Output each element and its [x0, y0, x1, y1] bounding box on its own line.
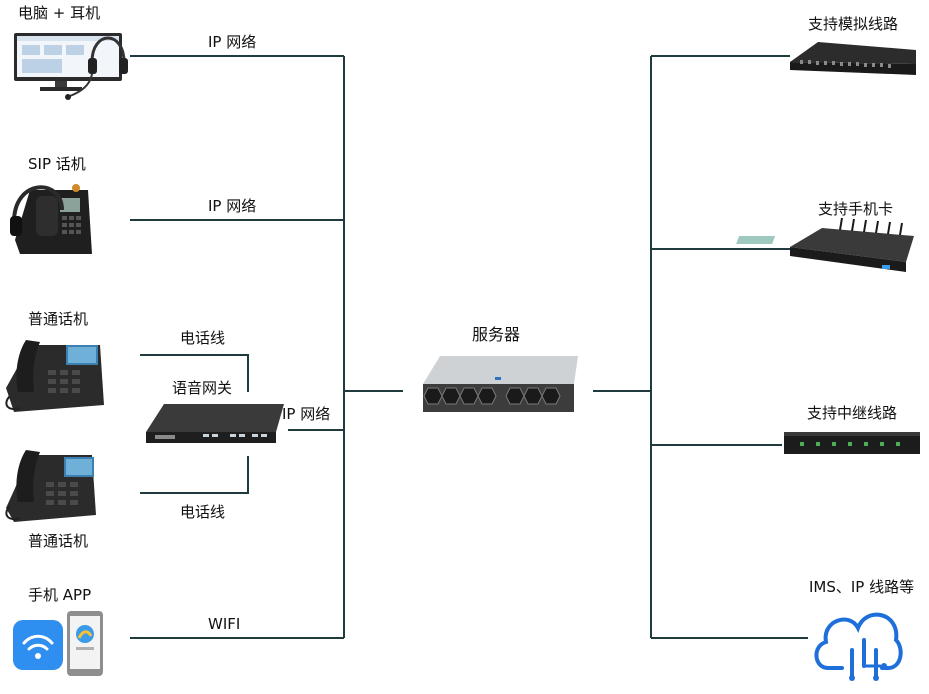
mobile-app-icon	[13, 611, 103, 676]
phone-line-label-bottom: 电话线	[180, 503, 226, 521]
ip-network-label-3: IP 网络	[282, 405, 331, 423]
ims-ip-label: IMS、IP 线路等	[809, 578, 915, 596]
ip-network-label-1: IP 网络	[208, 33, 257, 51]
server-label: 服务器	[472, 325, 521, 344]
phone-line-bottom	[140, 456, 249, 494]
voice-gateway-icon	[146, 404, 284, 443]
sim-gateway-icon	[736, 217, 914, 272]
gateway-label: 语音网关	[172, 379, 233, 397]
sip-phone-label: SIP 话机	[28, 155, 86, 173]
trunk-line-label: 支持中继线路	[807, 404, 898, 422]
sip-phone-icon	[10, 184, 92, 254]
wifi-label: WIFI	[208, 615, 241, 633]
desk-phone-bottom-icon	[5, 450, 96, 522]
cloud-network-dots	[849, 663, 887, 681]
phone-top-label: 普通话机	[28, 310, 89, 328]
sim-card-label: 支持手机卡	[818, 200, 894, 218]
server-icon	[423, 356, 578, 412]
phone-line-label-top: 电话线	[180, 329, 226, 347]
trunk-gateway-icon	[784, 432, 920, 454]
cloud-network-icon	[814, 612, 903, 678]
analog-line-label: 支持模拟线路	[808, 15, 899, 33]
mobile-app-label: 手机 APP	[28, 586, 92, 604]
phone-line-top	[140, 354, 249, 392]
pc-headset-label: 电脑 + 耳机	[18, 4, 101, 22]
ip-network-label-2: IP 网络	[208, 197, 257, 215]
desk-phone-top-icon	[5, 340, 104, 412]
pc-headset-icon	[14, 33, 128, 100]
analog-gateway-icon	[790, 42, 916, 75]
connection-lines	[130, 55, 808, 639]
phone-bottom-label: 普通话机	[28, 532, 89, 550]
